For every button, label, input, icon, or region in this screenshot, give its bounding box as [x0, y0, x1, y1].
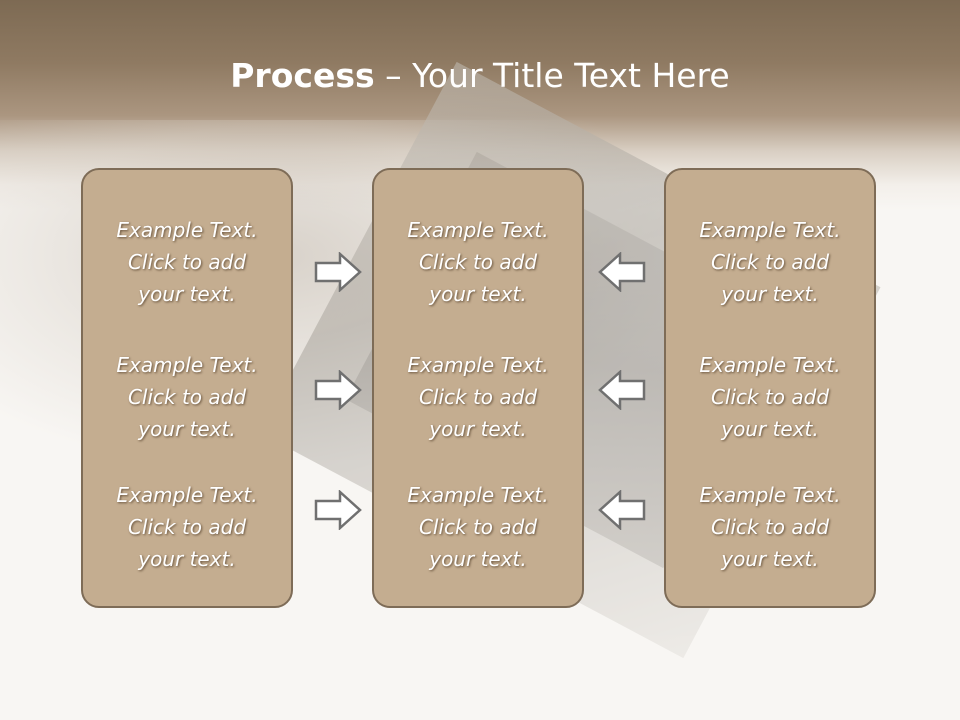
text-line: Click to add — [418, 515, 538, 539]
text-line: your text. — [429, 547, 527, 571]
text-block[interactable]: Example Text. Click to add your text. — [374, 214, 582, 310]
text-line: your text. — [429, 417, 527, 441]
text-line: Click to add — [127, 250, 247, 274]
process-box-middle[interactable]: Example Text. Click to add your text. Ex… — [372, 168, 584, 608]
text-line: Example Text. — [116, 483, 258, 507]
text-line: Example Text. — [699, 353, 841, 377]
process-box-right[interactable]: Example Text. Click to add your text. Ex… — [664, 168, 876, 608]
text-line: Click to add — [710, 515, 830, 539]
text-block[interactable]: Example Text. Click to add your text. — [83, 349, 291, 445]
title-bold: Process — [230, 56, 375, 95]
text-line: Example Text. — [407, 483, 549, 507]
text-line: Example Text. — [116, 353, 258, 377]
text-line: Example Text. — [407, 218, 549, 242]
text-line: Click to add — [127, 385, 247, 409]
left-arrow-icon — [598, 252, 646, 292]
text-block[interactable]: Example Text. Click to add your text. — [83, 479, 291, 575]
text-line: your text. — [721, 282, 819, 306]
text-line: Example Text. — [699, 218, 841, 242]
left-arrow-icon — [598, 370, 646, 410]
text-block[interactable]: Example Text. Click to add your text. — [666, 214, 874, 310]
text-block[interactable]: Example Text. Click to add your text. — [374, 349, 582, 445]
right-arrow-icon — [314, 490, 362, 530]
text-line: your text. — [138, 547, 236, 571]
text-block[interactable]: Example Text. Click to add your text. — [374, 479, 582, 575]
text-line: Click to add — [418, 250, 538, 274]
text-line: your text. — [721, 417, 819, 441]
right-arrow-icon — [314, 252, 362, 292]
text-block[interactable]: Example Text. Click to add your text. — [83, 214, 291, 310]
text-line: Example Text. — [116, 218, 258, 242]
text-line: your text. — [138, 417, 236, 441]
right-arrow-icon — [314, 370, 362, 410]
title-rest: – Your Title Text Here — [374, 56, 730, 95]
text-line: Click to add — [710, 250, 830, 274]
left-arrow-icon — [598, 490, 646, 530]
process-box-left[interactable]: Example Text. Click to add your text. Ex… — [81, 168, 293, 608]
text-line: Click to add — [418, 385, 538, 409]
text-line: Click to add — [710, 385, 830, 409]
text-line: your text. — [138, 282, 236, 306]
text-line: your text. — [721, 547, 819, 571]
slide-title[interactable]: Process – Your Title Text Here — [0, 54, 960, 98]
text-line: Click to add — [127, 515, 247, 539]
text-line: your text. — [429, 282, 527, 306]
text-block[interactable]: Example Text. Click to add your text. — [666, 479, 874, 575]
text-line: Example Text. — [407, 353, 549, 377]
text-block[interactable]: Example Text. Click to add your text. — [666, 349, 874, 445]
text-line: Example Text. — [699, 483, 841, 507]
